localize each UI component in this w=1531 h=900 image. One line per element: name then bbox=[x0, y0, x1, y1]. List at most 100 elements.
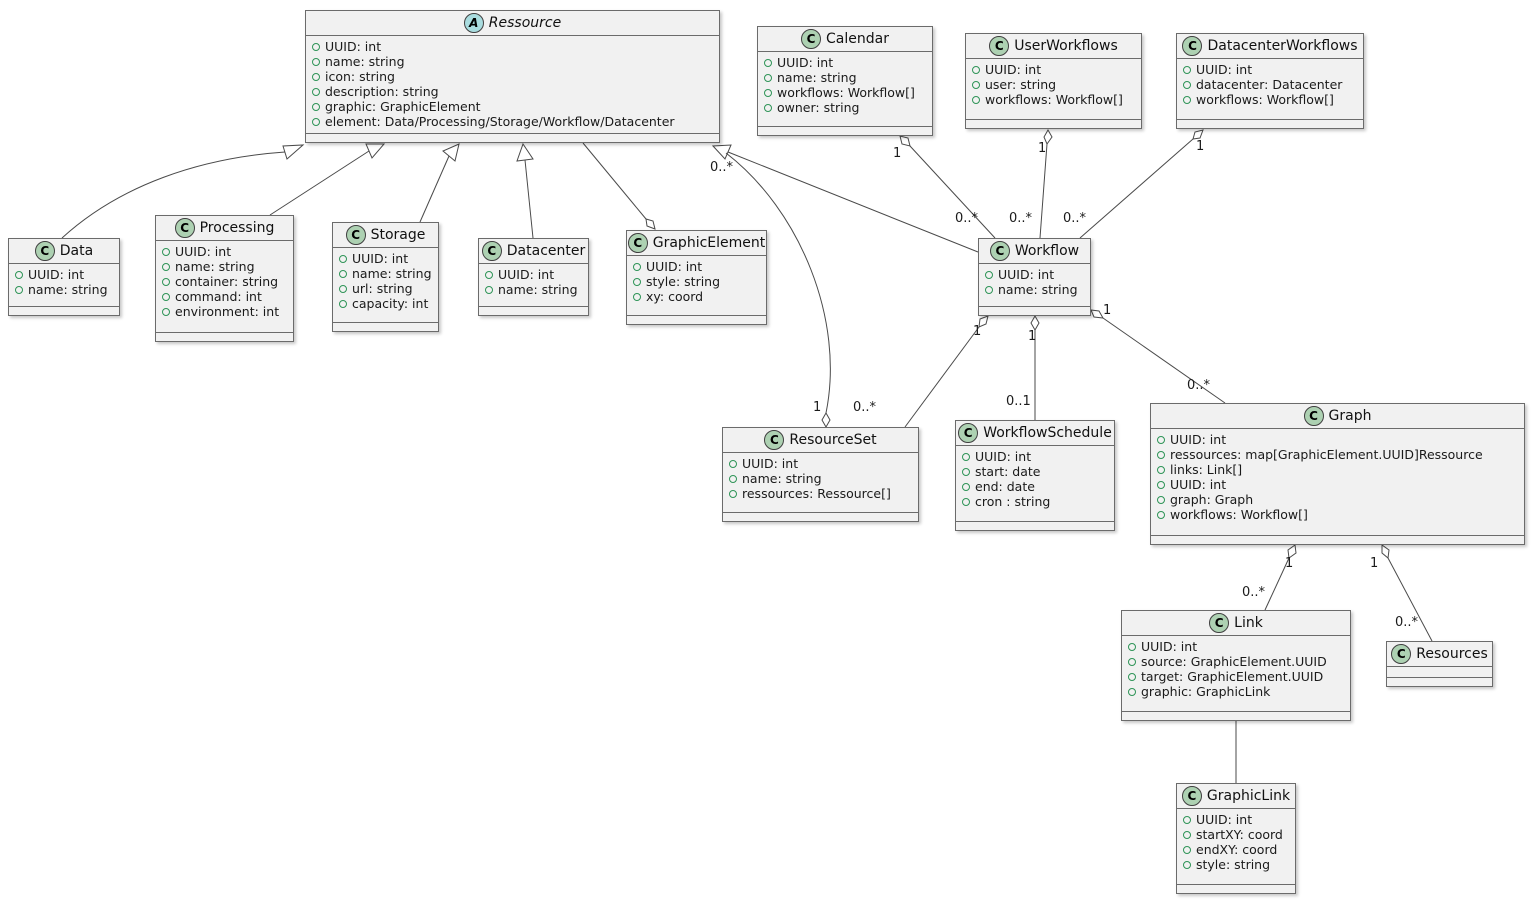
attribute-text: style: string bbox=[646, 274, 721, 289]
attribute-text: endXY: coord bbox=[1196, 842, 1278, 857]
attribute-text: UUID: int bbox=[1196, 62, 1253, 77]
attribute-text: UUID: int bbox=[985, 62, 1042, 77]
class-name: GraphicElement bbox=[652, 235, 766, 251]
attribute-text: name: string bbox=[498, 282, 578, 297]
class-name: Storage bbox=[370, 227, 426, 243]
multiplicity-label: 1 bbox=[813, 400, 822, 415]
edge-calendar-workflow-aggregation bbox=[899, 135, 996, 239]
attribute-text: ressources: Ressource[] bbox=[742, 486, 891, 501]
attribute-text: UUID: int bbox=[646, 259, 703, 274]
attribute-text: capacity: int bbox=[352, 296, 429, 311]
class-name: Datacenter bbox=[506, 243, 586, 259]
field-visibility-icon bbox=[962, 467, 970, 476]
edge-ressource-graphicelement-aggregation bbox=[582, 142, 656, 230]
multiplicity-label: 0..* bbox=[853, 400, 877, 415]
attribute-row: description: string bbox=[312, 84, 713, 99]
attributes-compartment bbox=[1387, 667, 1492, 677]
attribute-row: UUID: int bbox=[339, 251, 432, 266]
attribute-row: cron : string bbox=[962, 494, 1108, 509]
class-userworkflows: C UserWorkflows UUID: int user: string w… bbox=[965, 33, 1142, 129]
class-header: C GraphicElement bbox=[627, 231, 766, 256]
attributes-compartment: UUID: int ressources: map[GraphicElement… bbox=[1151, 429, 1524, 535]
field-visibility-icon bbox=[1157, 450, 1165, 459]
class-badge-icon: C bbox=[34, 241, 55, 261]
methods-compartment bbox=[758, 126, 932, 135]
field-visibility-icon bbox=[962, 482, 970, 491]
field-visibility-icon bbox=[972, 95, 980, 104]
attribute-text: source: GraphicElement.UUID bbox=[1141, 654, 1327, 669]
attribute-text: xy: coord bbox=[646, 289, 704, 304]
attribute-row: datacenter: Datacenter bbox=[1183, 77, 1357, 92]
attribute-row: UUID: int bbox=[1157, 477, 1518, 492]
attributes-compartment: UUID: int style: string xy: coord bbox=[627, 256, 766, 315]
field-visibility-icon bbox=[339, 284, 347, 293]
attribute-text: workflows: Workflow[] bbox=[1196, 92, 1334, 107]
edge-data-generalization bbox=[61, 144, 305, 239]
methods-compartment bbox=[333, 322, 438, 331]
class-workflow: C Workflow UUID: int name: string bbox=[978, 238, 1091, 316]
attribute-row: graph: Graph bbox=[1157, 492, 1518, 507]
edge-workflow-resourceset-aggregation bbox=[904, 315, 989, 428]
field-visibility-icon bbox=[1183, 830, 1191, 839]
field-visibility-icon bbox=[162, 307, 170, 316]
attribute-text: UUID: int bbox=[1170, 432, 1227, 447]
attribute-row: name: string bbox=[485, 282, 582, 297]
attributes-compartment: UUID: int name: string container: string… bbox=[156, 241, 293, 332]
attribute-row: name: string bbox=[339, 266, 432, 281]
field-visibility-icon bbox=[1183, 80, 1191, 89]
attribute-row: element: Data/Processing/Storage/Workflo… bbox=[312, 114, 713, 129]
attributes-compartment: UUID: int name: string url: string capac… bbox=[333, 248, 438, 322]
attribute-row: name: string bbox=[162, 259, 287, 274]
attribute-text: user: string bbox=[985, 77, 1057, 92]
field-visibility-icon bbox=[15, 285, 23, 294]
field-visibility-icon bbox=[339, 269, 347, 278]
attribute-text: name: string bbox=[175, 259, 255, 274]
attributes-compartment: UUID: int source: GraphicElement.UUID ta… bbox=[1122, 636, 1350, 711]
class-header: C GraphicLink bbox=[1177, 784, 1295, 809]
methods-compartment bbox=[979, 306, 1090, 315]
field-visibility-icon bbox=[972, 65, 980, 74]
multiplicity-label: 0..* bbox=[1063, 211, 1087, 226]
class-badge-icon: C bbox=[1391, 644, 1412, 664]
class-badge-icon: C bbox=[989, 36, 1010, 56]
attribute-row: UUID: int bbox=[1157, 432, 1518, 447]
edge-datacenter-generalization bbox=[516, 142, 534, 239]
attribute-text: startXY: coord bbox=[1196, 827, 1283, 842]
multiplicity-label: 1 bbox=[1103, 303, 1112, 318]
field-visibility-icon bbox=[729, 489, 737, 498]
attribute-text: UUID: int bbox=[998, 267, 1055, 282]
attribute-text: url: string bbox=[352, 281, 413, 296]
attribute-text: workflows: Workflow[] bbox=[1170, 507, 1308, 522]
class-name: Data bbox=[59, 243, 94, 259]
class-badge-icon: C bbox=[1209, 613, 1230, 633]
attribute-text: UUID: int bbox=[325, 39, 382, 54]
attribute-text: UUID: int bbox=[28, 267, 85, 282]
field-visibility-icon bbox=[312, 117, 320, 126]
field-visibility-icon bbox=[162, 292, 170, 301]
attribute-row: name: string bbox=[15, 282, 113, 297]
attribute-row: UUID: int bbox=[1183, 62, 1357, 77]
attribute-row: user: string bbox=[972, 77, 1135, 92]
class-name: WorkflowSchedule bbox=[983, 425, 1112, 441]
attribute-row: UUID: int bbox=[1128, 639, 1344, 654]
field-visibility-icon bbox=[1128, 642, 1136, 651]
field-visibility-icon bbox=[312, 72, 320, 81]
attribute-row: UUID: int bbox=[729, 456, 912, 471]
class-datacenter: C Datacenter UUID: int name: string bbox=[478, 238, 589, 316]
multiplicity-label: 1 bbox=[893, 146, 902, 161]
multiplicity-label: 1 bbox=[1285, 556, 1294, 571]
attribute-text: UUID: int bbox=[742, 456, 799, 471]
methods-compartment bbox=[479, 306, 588, 315]
class-badge-icon: C bbox=[627, 233, 648, 253]
class-header: A Ressource bbox=[306, 11, 719, 36]
class-name: Workflow bbox=[1014, 243, 1080, 259]
field-visibility-icon bbox=[312, 57, 320, 66]
methods-compartment bbox=[723, 512, 918, 521]
attribute-text: datacenter: Datacenter bbox=[1196, 77, 1343, 92]
methods-compartment bbox=[956, 521, 1114, 530]
field-visibility-icon bbox=[339, 299, 347, 308]
attribute-row: UUID: int bbox=[985, 267, 1084, 282]
edge-storage-generalization bbox=[419, 143, 460, 223]
